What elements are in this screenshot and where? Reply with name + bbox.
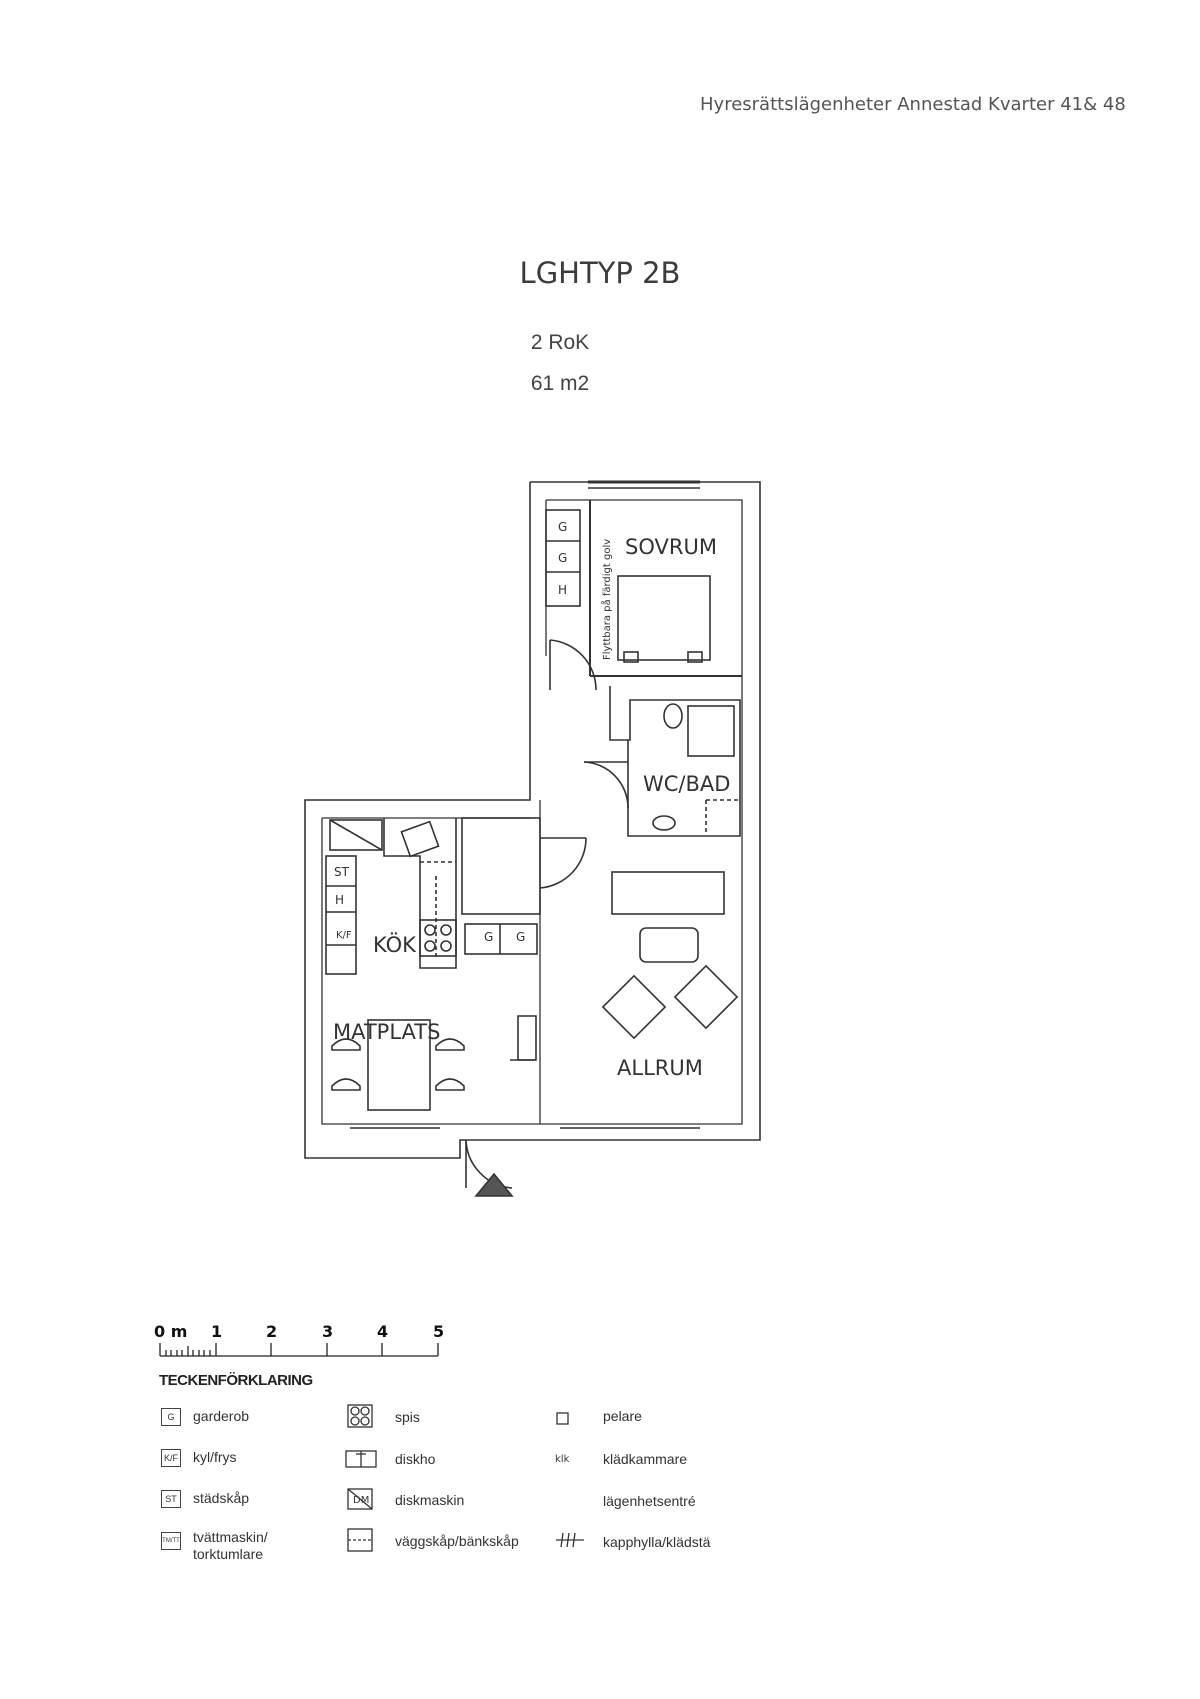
room-count: 2 RoK: [530, 331, 590, 354]
scale-label-5: 5: [433, 1322, 444, 1341]
armchair-left: [601, 974, 667, 1040]
apartment-type-title: LGHTYP 2B: [519, 256, 681, 290]
legend-text-kylfrys: kyl/frys: [193, 1449, 237, 1465]
legend-text-tvattmaskin: tvättmaskin/ torktumlare: [193, 1529, 268, 1562]
legend-symbol-garderob: G: [161, 1408, 181, 1426]
apartment-area: 61 m2: [530, 372, 590, 395]
kitchen-hat-shelf-label: H: [335, 893, 344, 907]
diskmaskin-icon: [347, 1488, 373, 1510]
doors: [465, 639, 629, 1189]
dining-table: [367, 1019, 431, 1111]
legend-symbol-tvattmaskin: TM/TT: [161, 1532, 181, 1550]
legend-text-vaggskap: väggskåp/bänkskåp: [395, 1533, 519, 1549]
legend-symbol-kylfrys: K/F: [161, 1449, 181, 1467]
wardrobe-label-2: G: [558, 551, 567, 565]
diskmaskin-symbol-text: DM: [353, 1495, 369, 1506]
scale-label-3: 3: [322, 1322, 333, 1341]
legend-text-kapphylla: kapphylla/klädstä: [603, 1534, 711, 1550]
cabinet-icon: [347, 1528, 373, 1552]
cleaning-cabinet-label: ST: [334, 865, 350, 879]
legend-symbol-stadskap: ST: [161, 1490, 181, 1508]
scale-bar: 0 m 1 2 3 4 5: [154, 1322, 444, 1357]
entrance-marker: [474, 1172, 514, 1197]
room-label-kok: KÖK: [373, 932, 417, 957]
diskho-icon: [345, 1450, 377, 1468]
scale-label-1: 1: [211, 1322, 222, 1341]
sofa: [611, 871, 725, 915]
rack-icon: [556, 1532, 584, 1548]
legend-text-lagenhetsentre: lägenhetsentré: [603, 1493, 696, 1509]
bathroom: [609, 686, 741, 837]
movable-note: Flyttbara på färdigt golv: [600, 539, 613, 660]
scale-label-0: 0 m: [154, 1322, 187, 1341]
legend-text-diskmaskin: diskmaskin: [395, 1492, 465, 1508]
scale-label-2: 2: [266, 1322, 277, 1341]
bed: [617, 575, 711, 661]
legend-text-kladkammare: klädkammare: [603, 1451, 688, 1467]
room-label-wc-bad: WC/BAD: [643, 772, 730, 796]
fridge-label: K/F: [336, 930, 352, 941]
legend-text-garderob: garderob: [193, 1408, 250, 1424]
legend-text-diskho: diskho: [395, 1451, 436, 1467]
room-label-allrum: ALLRUM: [617, 1056, 703, 1080]
spis-icon: [347, 1404, 373, 1428]
coffee-table: [639, 927, 699, 963]
room-label-matplats: MATPLATS: [333, 1020, 440, 1044]
dining-area: [331, 1015, 537, 1111]
legend-text-pelare: pelare: [603, 1408, 642, 1424]
klk-symbol-text: klk: [555, 1454, 570, 1465]
wardrobe-label-1: G: [558, 520, 567, 534]
kitchen: [325, 817, 541, 975]
legend-text-spis: spis: [395, 1409, 420, 1425]
hat-shelf-label: H: [558, 583, 567, 597]
legend-text-stadskap: städskåp: [193, 1490, 250, 1506]
room-label-sovrum: SOVRUM: [625, 535, 717, 559]
bedroom-walls: [545, 500, 742, 677]
project-header: Hyresrättslägenheter Annestad Kvarter 41…: [700, 94, 1126, 115]
pillar-icon: [556, 1412, 569, 1425]
scale-label-4: 4: [377, 1322, 388, 1341]
kitchen-wardrobe-label-2: G: [516, 930, 525, 944]
legend-title: TECKENFÖRKLARING: [159, 1372, 313, 1389]
kitchen-wardrobe-label-1: G: [484, 930, 493, 944]
living-room: [601, 871, 739, 1040]
armchair-right: [673, 964, 739, 1030]
